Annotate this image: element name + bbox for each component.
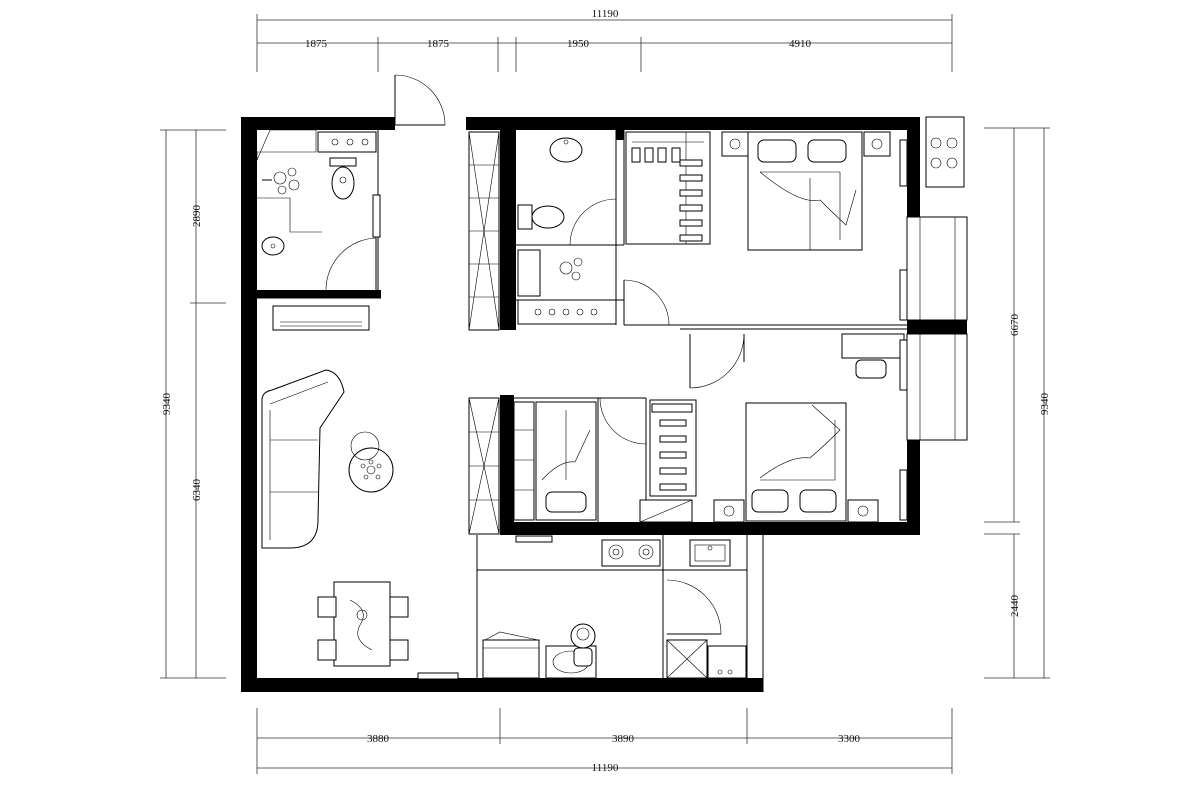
- dining-chair: [389, 596, 409, 618]
- top-seg-4-label: 4910: [789, 38, 812, 50]
- chair: [855, 359, 887, 379]
- plant-icon: [360, 459, 382, 480]
- door-corridor-top[interactable]: [623, 279, 670, 326]
- dining-table: [333, 581, 391, 667]
- nightstand: [847, 499, 879, 523]
- washer: [482, 639, 540, 679]
- laundry: [482, 623, 747, 679]
- sink-icon: [549, 137, 583, 163]
- left-seg-2-label: 6340: [191, 479, 203, 502]
- kitchen: [515, 535, 731, 635]
- window: [906, 216, 968, 321]
- top-seg-3-label: 1950: [567, 38, 590, 50]
- third-room: [468, 397, 697, 535]
- toilet-icon: [531, 205, 565, 229]
- water-heater: [707, 645, 747, 679]
- nightstand: [863, 131, 891, 157]
- toilet-tank: [517, 204, 533, 230]
- pillow: [799, 489, 837, 513]
- top-seg-2-label: 1875: [427, 38, 450, 50]
- right-seg-1-label: 6670: [1009, 314, 1021, 337]
- top-dimensions: 11190 1875 1875 1950 4910: [256, 8, 953, 72]
- wardrobe: [649, 399, 697, 497]
- pillow: [757, 139, 797, 163]
- pillow: [751, 489, 789, 513]
- sofa-icon: [261, 369, 345, 549]
- desk: [841, 333, 905, 359]
- person-icon: [570, 623, 596, 667]
- counter: [517, 299, 617, 325]
- second-bedroom: [689, 333, 968, 523]
- bathroom-center: [517, 137, 617, 325]
- tv-console: [272, 305, 370, 331]
- dining-chair: [389, 639, 409, 661]
- dining-chair: [317, 596, 337, 618]
- bottom-total-label: 11190: [592, 762, 619, 774]
- pillow: [545, 491, 587, 513]
- hanger-row: [631, 147, 703, 242]
- top-total-label: 11190: [592, 8, 619, 20]
- left-dimensions: 9340 2890 6340: [160, 129, 226, 679]
- bottom-seg-2-label: 3890: [612, 733, 635, 745]
- shower-icon: [262, 167, 300, 195]
- walls: [241, 117, 967, 692]
- nightstand: [713, 499, 745, 523]
- bottom-dimensions: 3880 3890 3300 11190: [256, 708, 953, 774]
- dining-chair: [317, 639, 337, 661]
- top-seg-1-label: 1875: [305, 38, 328, 50]
- pillow: [807, 139, 847, 163]
- right-dimensions: 6670 9340 2440: [984, 127, 1051, 679]
- sink-icon: [261, 236, 285, 256]
- bottom-seg-1-label: 3880: [367, 733, 390, 745]
- right-seg-2-label: 2440: [1009, 595, 1021, 618]
- left-total-label: 9340: [161, 393, 173, 416]
- living-room: [261, 369, 459, 680]
- master-bedroom: [625, 116, 968, 321]
- sink-icon: [689, 539, 731, 567]
- nightstand: [721, 131, 749, 157]
- toilet: [329, 157, 357, 167]
- window: [906, 333, 968, 441]
- bottom-seg-3-label: 3300: [838, 733, 861, 745]
- stove: [601, 539, 661, 567]
- wardrobe-corridor: [468, 131, 500, 331]
- right-total-label: 9340: [1039, 393, 1051, 416]
- boiler: [925, 116, 965, 188]
- bathroom-left: [256, 129, 381, 291]
- coffee-table: [348, 447, 394, 493]
- shower-icon: [559, 257, 583, 281]
- entrance-door[interactable]: [394, 74, 446, 126]
- left-seg-1-label: 2890: [191, 205, 203, 228]
